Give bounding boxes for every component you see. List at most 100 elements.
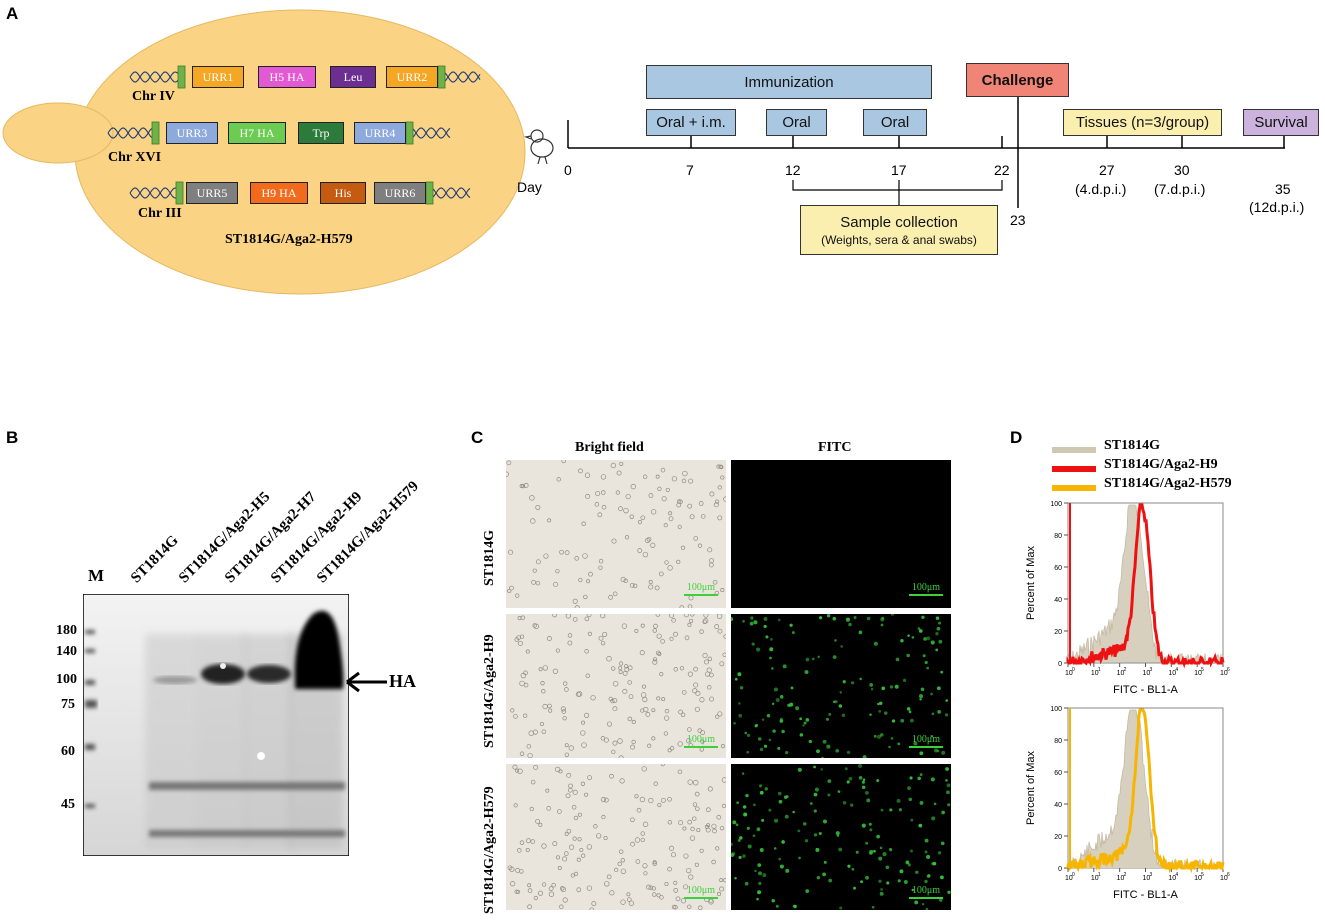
svg-text:10: 10 <box>1143 875 1151 882</box>
chick-icon <box>523 129 554 165</box>
day-12: 12 <box>785 162 801 178</box>
gene-leu: Leu <box>330 66 376 88</box>
svg-text:40: 40 <box>1054 597 1062 604</box>
svg-text:40: 40 <box>1054 802 1062 809</box>
svg-text:10: 10 <box>1065 670 1073 677</box>
day-17: 17 <box>891 162 907 178</box>
gene-trp: Trp <box>298 122 344 144</box>
scale-bar-3: 100μm <box>684 734 718 748</box>
mw-45: 45 <box>61 797 75 812</box>
micro-bf-2 <box>506 614 726 758</box>
row-label-3: ST1814G/Aga2-H579 <box>482 786 497 914</box>
svg-text:80: 80 <box>1054 533 1062 540</box>
gene-urr5: URR5 <box>186 182 238 204</box>
svg-text:FITC - BL1-A: FITC - BL1-A <box>1113 684 1178 696</box>
gene-h5-ha: H5 HA <box>258 66 316 88</box>
micro-bf-1 <box>506 460 726 608</box>
gene-urr2: URR2 <box>386 66 438 88</box>
svg-text:10: 10 <box>1065 875 1073 882</box>
legend-swatch-1 <box>1052 447 1096 453</box>
svg-text:1: 1 <box>1098 872 1101 878</box>
gene-urr4: URR4 <box>354 122 406 144</box>
chr-label-2: Chr XVI <box>108 150 162 165</box>
day-30: 30 <box>1174 162 1190 178</box>
svg-text:Percent of Max: Percent of Max <box>1025 546 1037 620</box>
mw-60: 60 <box>61 744 75 759</box>
chr-label-1: Chr IV <box>132 89 175 104</box>
svg-text:3: 3 <box>1150 667 1153 673</box>
svg-text:0: 0 <box>1072 872 1075 878</box>
day-23: 23 <box>1010 212 1026 228</box>
micro-bf-3 <box>506 764 726 910</box>
strain-label: ST1814G/Aga2-H579 <box>225 232 353 247</box>
svg-text:10: 10 <box>1194 670 1202 677</box>
ha-arrow-icon <box>346 671 387 693</box>
dose-box-2: Oral <box>766 109 827 136</box>
day-0: 0 <box>564 162 572 178</box>
scale-bar-5: 100μm <box>684 885 718 899</box>
scale-bar-6: 100μm <box>909 885 943 899</box>
legend-swatch-3 <box>1052 485 1096 491</box>
mw-75: 75 <box>61 697 75 712</box>
svg-text:10: 10 <box>1143 670 1151 677</box>
col-label-bright: Bright field <box>575 440 644 455</box>
svg-text:Percent of Max: Percent of Max <box>1025 751 1037 825</box>
chr-label-3: Chr III <box>138 206 182 221</box>
svg-text:10: 10 <box>1117 875 1125 882</box>
svg-text:2: 2 <box>1124 872 1127 878</box>
day-27: 27 <box>1099 162 1115 178</box>
immunization-box: Immunization <box>646 65 932 99</box>
legend-swatch-2 <box>1052 466 1096 472</box>
svg-text:0: 0 <box>1058 661 1062 668</box>
timeline-axis <box>523 95 1285 208</box>
micro-fitc-2 <box>731 614 951 758</box>
svg-text:0: 0 <box>1072 667 1075 673</box>
yeast-cell <box>2 9 526 295</box>
lane-label-1: ST1814G <box>128 532 182 587</box>
svg-text:FITC - BL1-A: FITC - BL1-A <box>1113 889 1178 901</box>
dpi-4: (4.d.p.i.) <box>1075 181 1127 197</box>
legend-label-1: ST1814G <box>1104 438 1161 453</box>
svg-text:10: 10 <box>1117 670 1125 677</box>
gene-h7-ha: H7 HA <box>228 122 286 144</box>
sample-title: Sample collection <box>840 213 958 231</box>
svg-text:0: 0 <box>1058 866 1062 873</box>
panel-d-label: D <box>1010 428 1023 447</box>
gene-urr1: URR1 <box>192 66 244 88</box>
row-label-2: ST1814G/Aga2-H9 <box>482 634 497 748</box>
svg-text:2: 2 <box>1124 667 1127 673</box>
dpi-7: (7.d.p.i.) <box>1154 181 1206 197</box>
micro-fitc-3 <box>731 764 951 910</box>
svg-text:3: 3 <box>1150 872 1153 878</box>
mw-140: 140 <box>56 644 77 659</box>
legend-label-3: ST1814G/Aga2-H579 <box>1104 476 1232 491</box>
mw-100: 100 <box>56 672 77 687</box>
day-22: 22 <box>994 162 1010 178</box>
scale-bar-1: 100μm <box>684 582 718 596</box>
gene-urr3: URR3 <box>166 122 218 144</box>
scale-bar-2: 100μm <box>909 582 943 596</box>
gene-urr6: URR6 <box>374 182 426 204</box>
svg-text:10: 10 <box>1168 670 1176 677</box>
legend-label-2: ST1814G/Aga2-H9 <box>1104 457 1218 472</box>
dpi-12: (12d.p.i.) <box>1249 199 1305 215</box>
sample-sub: (Weights, sera & anal swabs) <box>821 232 977 247</box>
sample-collection-box: Sample collection (Weights, sera & anal … <box>800 205 998 255</box>
svg-text:80: 80 <box>1054 738 1062 745</box>
ha-label: HA <box>389 671 416 691</box>
scale-bar-4: 100μm <box>909 734 943 748</box>
svg-text:60: 60 <box>1054 565 1062 572</box>
row-label-1: ST1814G <box>482 529 497 586</box>
svg-text:20: 20 <box>1054 629 1062 636</box>
svg-text:5: 5 <box>1201 667 1204 673</box>
svg-text:60: 60 <box>1054 770 1062 777</box>
svg-text:10: 10 <box>1220 875 1228 882</box>
svg-text:10: 10 <box>1194 875 1202 882</box>
day-7: 7 <box>686 162 694 178</box>
col-label-fitc: FITC <box>818 440 852 455</box>
svg-text:10: 10 <box>1168 875 1176 882</box>
western-blot-image <box>83 594 349 856</box>
gene-his: His <box>320 182 366 204</box>
